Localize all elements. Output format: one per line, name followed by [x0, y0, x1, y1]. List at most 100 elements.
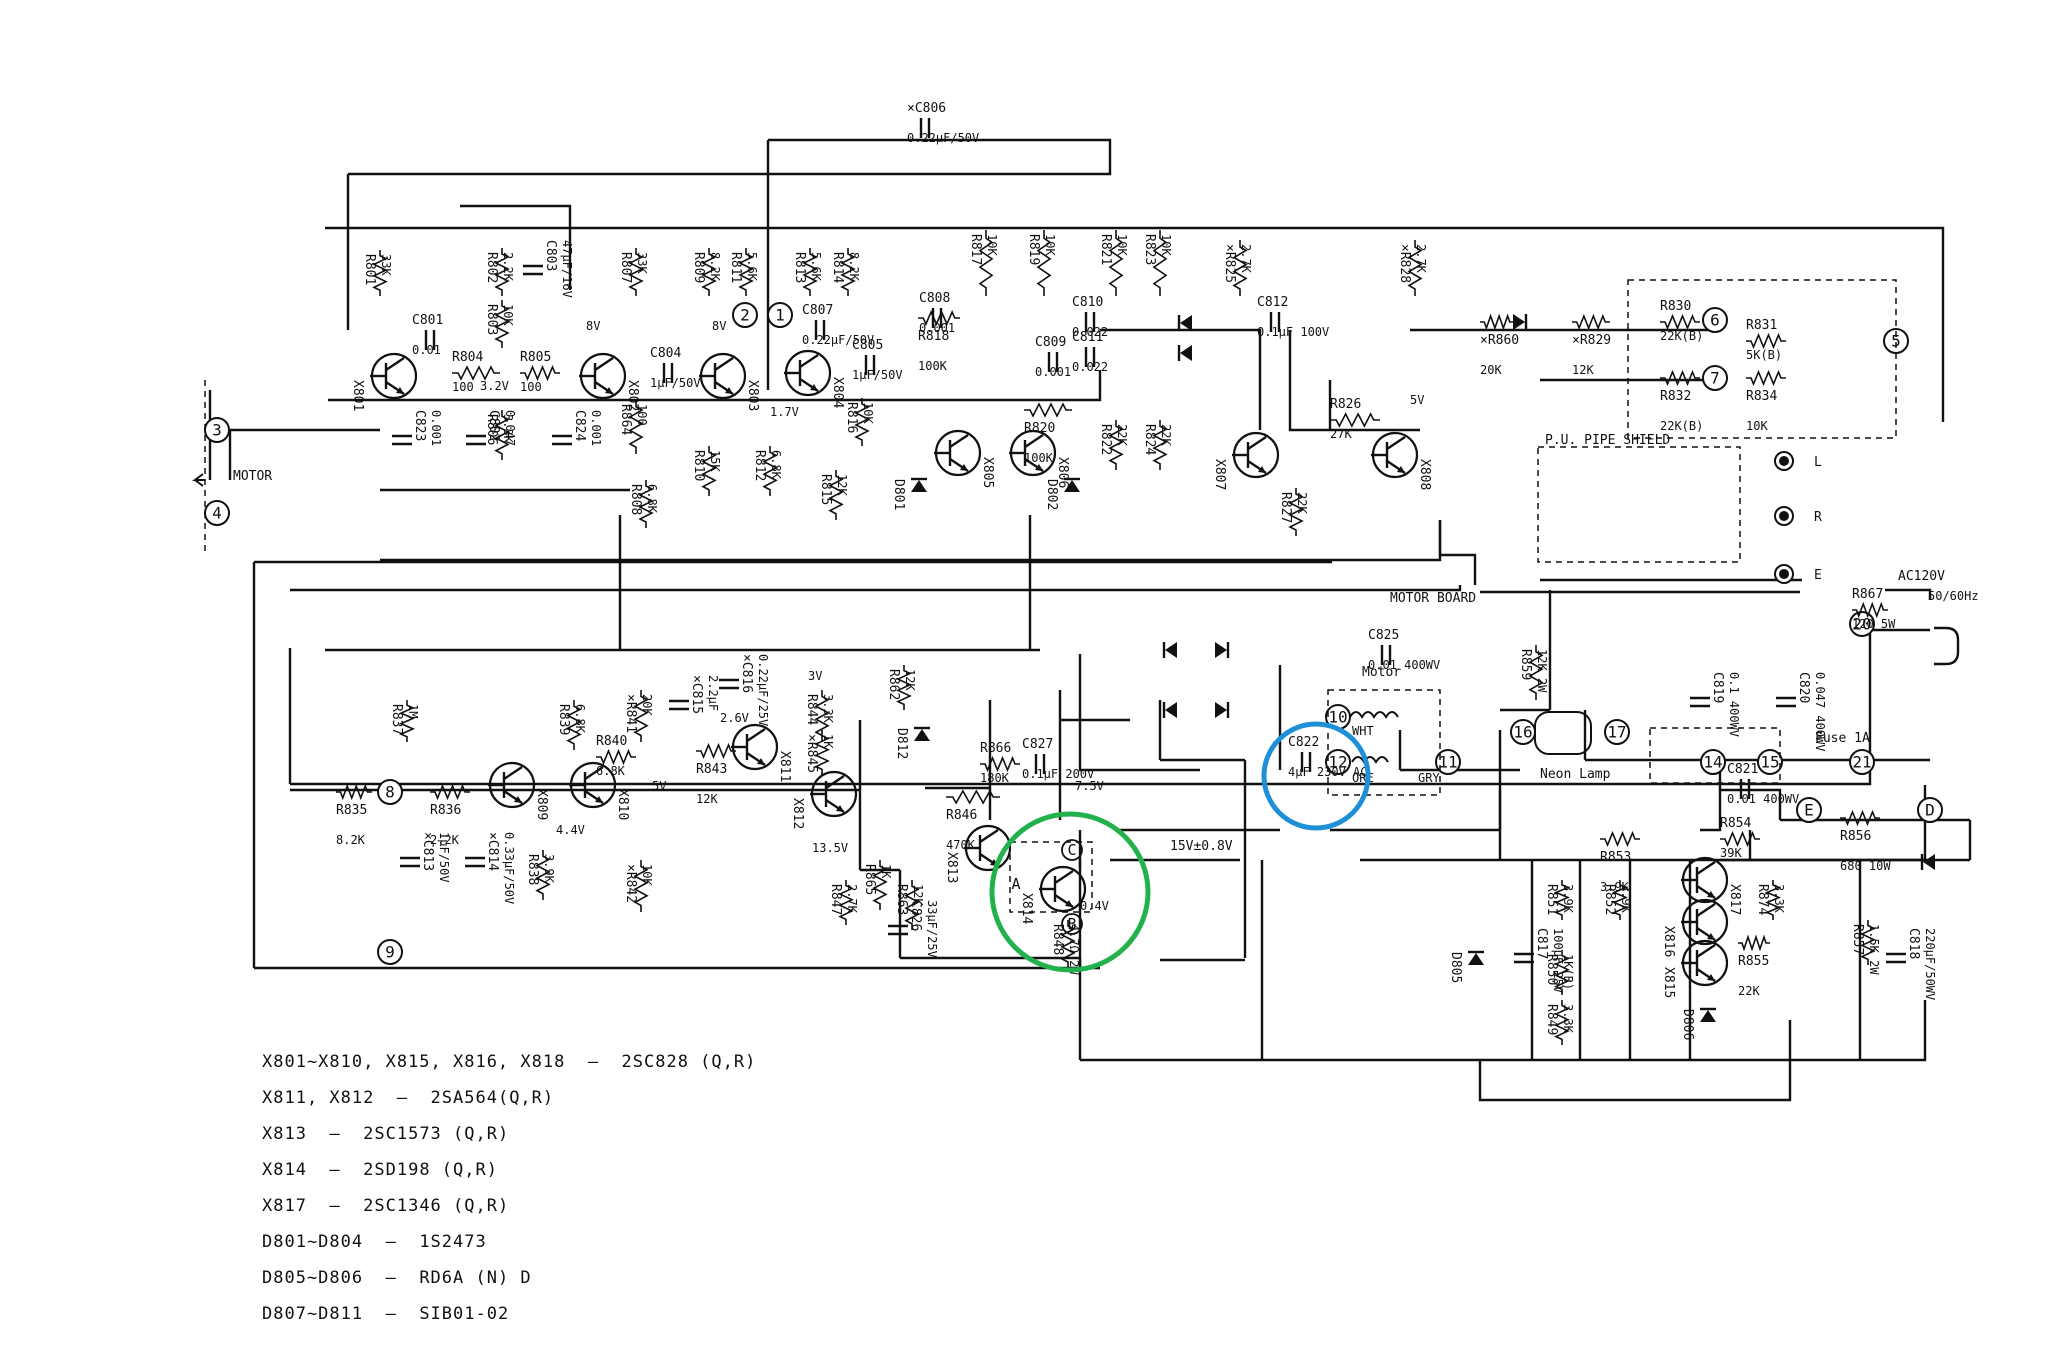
label-r801: R801 [362, 254, 377, 285]
value-c808: 0.001 [919, 321, 955, 335]
label-r810: R810 [691, 450, 706, 481]
value-c819: 0.1 400WV [1727, 672, 1741, 737]
transistor-arrow [725, 387, 733, 394]
label-r814: R814 [830, 252, 845, 283]
value-r859: 12K 2W [1535, 649, 1549, 693]
resistor-r819 [1036, 230, 1052, 296]
label-d806: D806 [1680, 1009, 1695, 1040]
value-c813: 1µF/50V [437, 832, 451, 883]
node-label-3: 3 [212, 421, 222, 440]
resistor-r840 [596, 748, 636, 766]
diode-d812 [914, 729, 930, 741]
value-r849: 3.3K [1561, 1004, 1575, 1034]
label-x808: X808 [1417, 459, 1432, 490]
label-r854: R854 [1720, 816, 1751, 831]
node-label-17: 17 [1607, 723, 1626, 742]
node-label-7: 7 [1710, 369, 1720, 388]
label-r809: R809 [691, 252, 706, 283]
legend-separator: — [565, 1052, 622, 1072]
label-r864: R864 [618, 404, 633, 435]
value-r850: 1K(B) [1561, 954, 1575, 990]
value-r847: 2.7K [845, 884, 859, 914]
x814-heatsink-box [1009, 841, 1093, 913]
transistor-arrow [605, 387, 613, 394]
node-label-6: 6 [1710, 311, 1720, 330]
resistor-r845 [814, 730, 830, 775]
terminal-label-l: L [1814, 455, 1822, 470]
resistor-r814 [840, 248, 856, 296]
legend-row: D805~D806 — RD6A (N) D [262, 1268, 532, 1288]
node-label-10: 10 [1328, 708, 1347, 727]
value-r835: 8.2K [336, 833, 366, 847]
value-r813: 5.6K [809, 252, 823, 282]
label-r802: R802 [484, 252, 499, 283]
value-r826: 27K [1330, 427, 1352, 441]
wire [1700, 770, 1722, 832]
label-r856: R856 [1840, 829, 1871, 844]
label-r874: R874 [1755, 884, 1770, 915]
voltage-1-7v: 1.7V [770, 405, 799, 419]
resistor-r801 [372, 250, 388, 296]
voltage-5v-a: 5V [1410, 393, 1424, 407]
label-r845: ×R845 [804, 734, 819, 773]
label-r827: R827 [1278, 492, 1293, 523]
label-r855: R855 [1738, 954, 1769, 969]
resistor-r808 [638, 480, 654, 528]
value-r827: 22K [1295, 492, 1309, 514]
label-d801: D801 [891, 479, 906, 510]
resistor-r851 [1553, 880, 1571, 920]
label-c824: C824 [572, 410, 587, 441]
resistor-r856 [1840, 809, 1880, 827]
value-r809: 8.2K [708, 252, 722, 282]
legend-type: 2SC1346 (Q,R) [363, 1196, 510, 1216]
legend-row: X817 — 2SC1346 (Q,R) [262, 1196, 509, 1216]
wire [290, 585, 1462, 592]
label-c804: C804 [650, 346, 681, 361]
transistor-collector [584, 766, 604, 780]
transistor-arrow [1707, 974, 1715, 981]
node-marker-12 [1325, 749, 1351, 775]
value-r841: 20K [640, 694, 654, 716]
label-r817: R817 [968, 234, 983, 265]
label-r865: R865 [862, 864, 877, 895]
diode-d807 [1165, 642, 1177, 658]
value-r857: 1.5K 2W [1867, 924, 1881, 975]
label-c816: ×C816 [739, 654, 754, 693]
volume-pots-box [1627, 279, 1897, 439]
voltage-13-5v: 13.5V [812, 841, 848, 855]
node-marker-E [1796, 797, 1822, 823]
resistor-r860 [1480, 313, 1514, 331]
diode-d810 [1215, 702, 1227, 718]
label-r867: R867 [1852, 587, 1883, 602]
voltage-3-2v: 3.2V [480, 379, 509, 393]
resistor-r821 [1108, 230, 1124, 296]
value-r855: 22K [1738, 984, 1760, 998]
value-r831: 5K(B) [1746, 348, 1782, 362]
transistor-arrow [836, 805, 844, 812]
motor-box [1327, 689, 1441, 796]
terminal-core [1779, 456, 1789, 466]
value-c804: 1µF/50V [650, 376, 701, 390]
diode-d808 [1215, 642, 1227, 658]
node-marker-20 [1849, 611, 1875, 637]
resistor-r842 [633, 860, 649, 912]
value-r811: 5.6K [745, 252, 759, 282]
wire [1100, 328, 1262, 430]
neon-lamp-label: Neon Lamp [1540, 767, 1611, 782]
label-c823: C823 [412, 410, 427, 441]
node-label-8: 8 [385, 783, 395, 802]
transistor-collector [1696, 903, 1716, 917]
label-c819: C819 [1710, 672, 1725, 703]
value-r860: 20K [1480, 363, 1502, 377]
node-label-9: 9 [385, 943, 395, 962]
label-c812: C812 [1257, 295, 1288, 310]
label-r822: R822 [1098, 424, 1113, 455]
label-r835: R835 [336, 803, 367, 818]
label-c821: C821 [1727, 762, 1758, 777]
resistor-r813 [802, 248, 818, 296]
value-c801: 0.01 [412, 343, 441, 357]
resistor-r866 [980, 755, 1020, 773]
resistor-r832 [1660, 369, 1700, 387]
legend-parts: D805~D806 [262, 1268, 364, 1288]
